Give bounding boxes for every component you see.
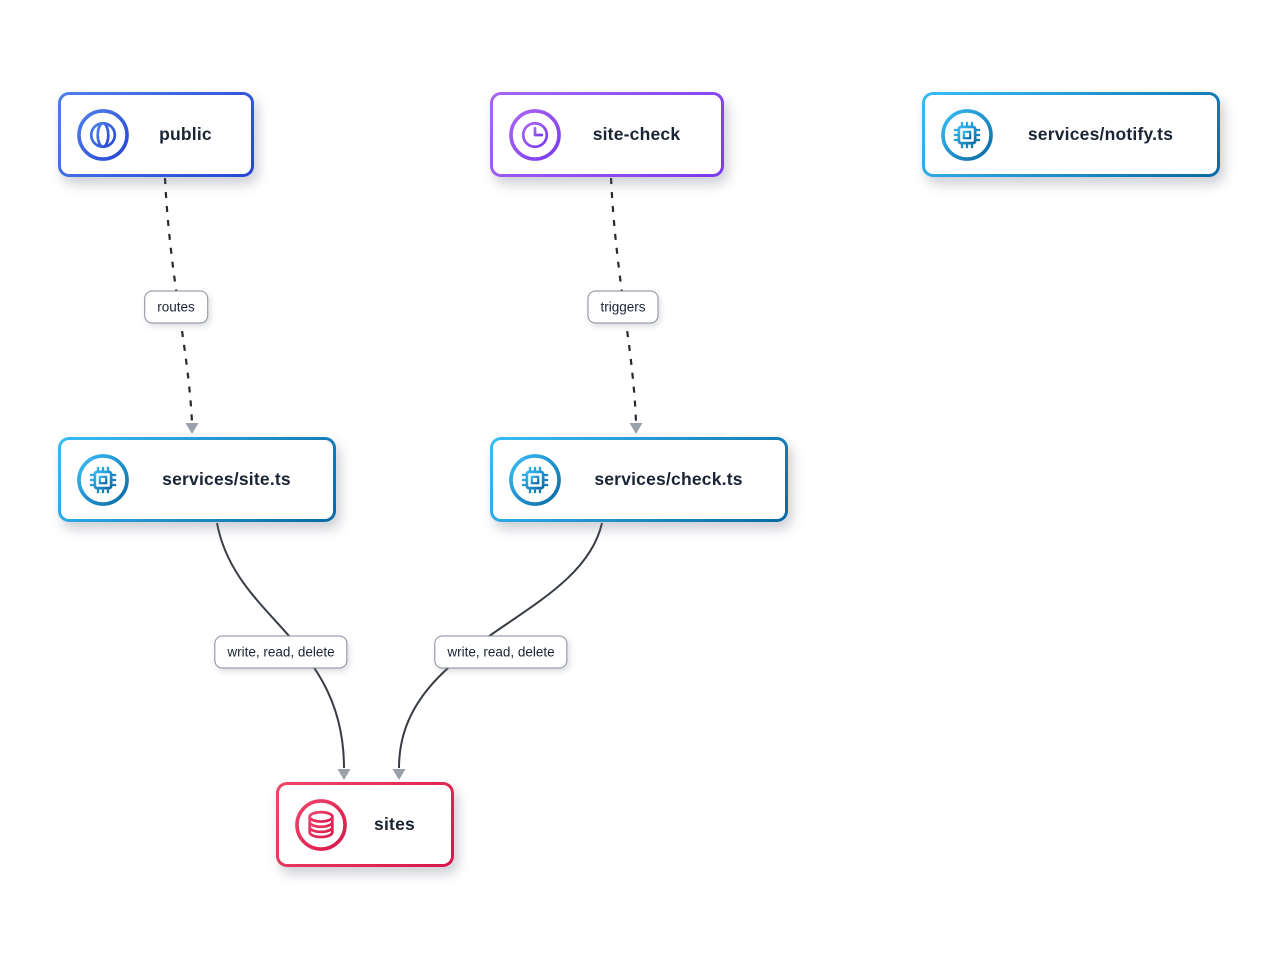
node-services-notify-label: services/notify.ts	[1027, 124, 1174, 144]
node-services-site-label: services/site.ts	[162, 469, 291, 489]
chip-icon	[506, 451, 564, 509]
edge-triggers-arrowhead	[629, 423, 643, 434]
edge-routes-arrowhead	[185, 423, 199, 434]
edge-site-to-sites-arrowhead	[337, 769, 351, 780]
node-public[interactable]: public	[58, 92, 254, 177]
edge-label-routes: routes	[144, 290, 208, 324]
node-site-check-label: site-check	[592, 124, 681, 144]
chip-icon	[74, 451, 132, 509]
node-services-notify[interactable]: services/notify.ts	[922, 92, 1220, 177]
database-icon	[292, 796, 350, 854]
edge-label-triggers: triggers	[587, 290, 659, 324]
node-site-check[interactable]: site-check	[490, 92, 724, 177]
globe-icon	[74, 106, 132, 164]
node-sites-label: sites	[374, 814, 415, 834]
edge-label-site-to-sites: write, read, delete	[214, 635, 348, 669]
node-services-site[interactable]: services/site.ts	[58, 437, 336, 522]
node-services-check[interactable]: services/check.ts	[490, 437, 788, 522]
node-services-check-label: services/check.ts	[594, 469, 743, 489]
edge-check-to-sites-arrowhead	[392, 769, 406, 780]
chip-icon	[938, 106, 996, 164]
edge-label-check-to-sites: write, read, delete	[434, 635, 568, 669]
node-public-label: public	[159, 124, 212, 144]
node-sites[interactable]: sites	[276, 782, 454, 867]
clock-icon	[506, 106, 564, 164]
